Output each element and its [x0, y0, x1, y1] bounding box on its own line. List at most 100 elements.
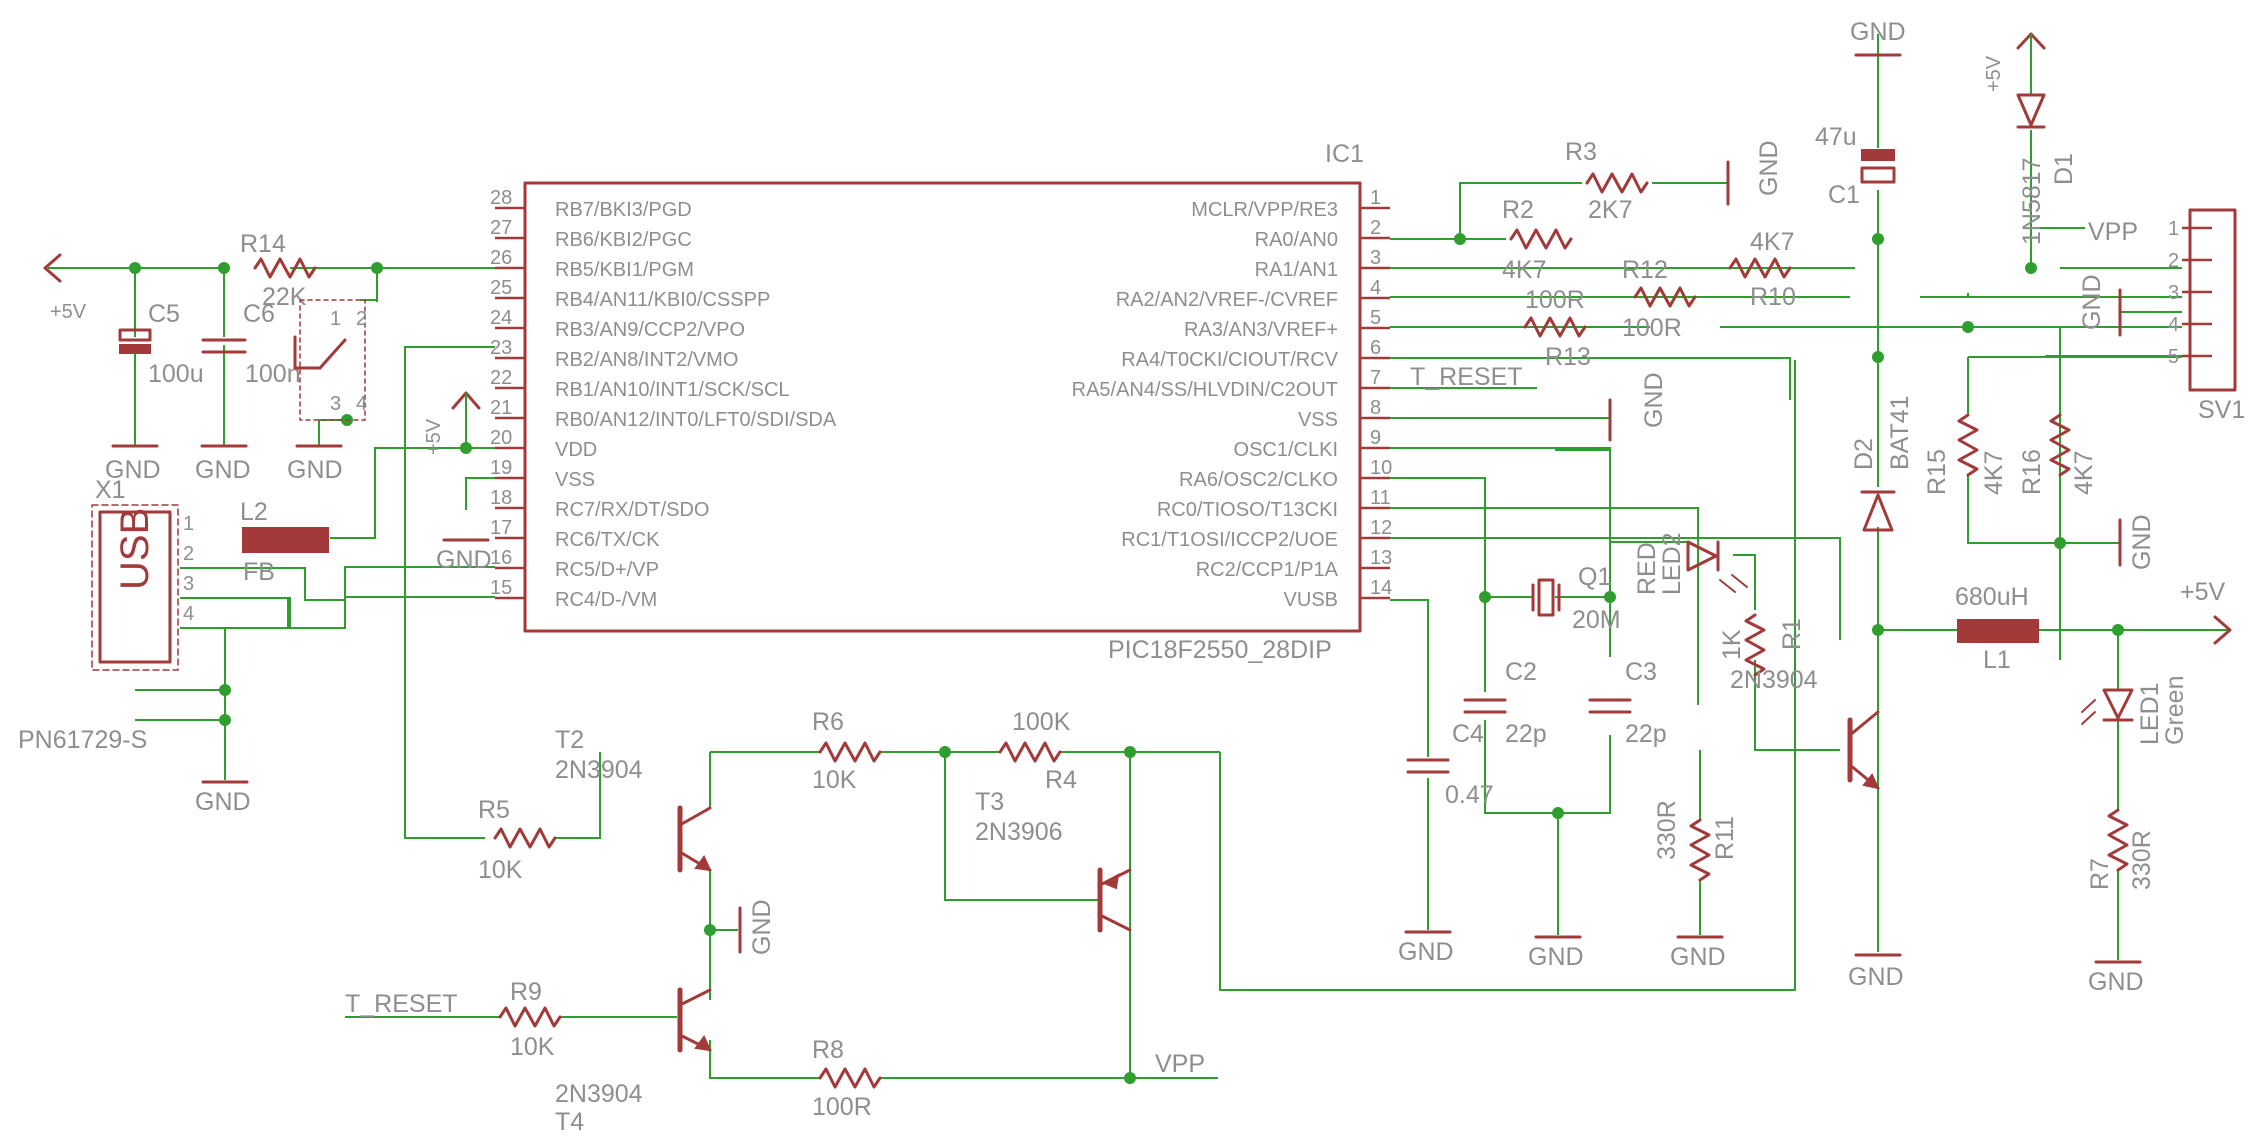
- sv1-pin-number: 1: [2168, 218, 2179, 240]
- ic-pin-number: 1: [1370, 187, 1381, 209]
- c3-ref: C3: [1625, 658, 1657, 686]
- d2-value: BAT41: [1886, 395, 1914, 470]
- r15-resistor: R15 4K7: [1923, 413, 2008, 495]
- ic-pin-number: 23: [490, 337, 512, 359]
- t4-ref: T4: [555, 1108, 584, 1136]
- gnd-r11: GND: [1670, 943, 1726, 971]
- t3-value: 2N3906: [975, 818, 1063, 846]
- c6-ref: C6: [243, 300, 275, 328]
- x1-usb-label: USB: [113, 508, 157, 590]
- ic-pin-name: RB0/AN12/INT0/LFT0/SDI/SDA: [555, 409, 837, 431]
- ic-pin-name: RB5/KBI1/PGM: [555, 259, 694, 281]
- r13-value: 100R: [1622, 314, 1682, 342]
- net-plus5v-l1: +5V: [2180, 578, 2226, 606]
- r16-ref: R16: [2018, 449, 2046, 495]
- r2-value: 4K7: [1502, 256, 1546, 284]
- t2-ref: T2: [555, 726, 584, 754]
- t1-transistor: 2N3904 GND: [1730, 666, 1904, 991]
- ic-pin-number: 13: [1370, 547, 1392, 569]
- ic-pin-name: VUSB: [1284, 589, 1338, 611]
- ic-pin-number: 24: [490, 307, 512, 329]
- led1-value: Green: [2161, 676, 2189, 745]
- sv1-ref: SV1: [2198, 396, 2245, 424]
- r3-ref: R3: [1565, 138, 1597, 166]
- c2-ref: C2: [1505, 658, 1537, 686]
- r14-resistor: R14 22K: [240, 230, 317, 311]
- r4-resistor: 100K R4: [998, 708, 1077, 794]
- ic-pin-name: RA4/T0CKI/CIOUT/RCV: [1121, 349, 1338, 371]
- d2-ref: D2: [1850, 438, 1878, 470]
- ic-pin-name: VDD: [555, 439, 597, 461]
- sv1-pin-number: 4: [2168, 314, 2179, 336]
- x1-usb-connector: X1 USB 1 2 3 4 PN61729-S GND: [18, 476, 251, 816]
- ic-pin-name: RC0/TIOSO/T13CKI: [1157, 499, 1338, 521]
- ic-pin-number: 20: [490, 427, 512, 449]
- vdd-plus5v-arrow: +5V: [423, 391, 481, 455]
- ic-pin-name: RC4/D-/VM: [555, 589, 657, 611]
- gnd-r16: GND: [2128, 514, 2156, 570]
- ic-pin-number: 10: [1370, 457, 1392, 479]
- ic-pin-number: 15: [490, 577, 512, 599]
- net-vpp-sv1: VPP: [2088, 218, 2138, 246]
- ic-pin-name: OSC1/CLKI: [1234, 439, 1338, 461]
- ic-pin-name: VSS: [1298, 409, 1338, 431]
- d2-diode: D2 BAT41: [1850, 395, 1914, 532]
- led2-red: RED LED2: [1633, 532, 1748, 595]
- r11-resistor: 330R R11 GND: [1653, 800, 1739, 971]
- ic-pin-name: RA0/AN0: [1255, 229, 1338, 251]
- c4-ref: C4: [1452, 720, 1484, 748]
- ic-pin-name: RB3/AN9/CCP2/VPO: [555, 319, 745, 341]
- ic-pin-number: 11: [1370, 487, 1391, 509]
- ic-pin-number: 3: [1370, 247, 1381, 269]
- ic-pin-number: 6: [1370, 337, 1381, 359]
- gnd-c6: GND: [195, 456, 251, 484]
- net-plus5v-left: +5V: [50, 301, 87, 323]
- l1-inductor: 680uH L1 +5V: [1955, 578, 2232, 674]
- x1-pin-2: 2: [183, 543, 194, 565]
- gnd-switch: GND: [287, 456, 343, 484]
- ic-pin-number: 4: [1370, 277, 1381, 299]
- ic-pin-number: 27: [490, 217, 512, 239]
- r1-ref: R1: [1778, 618, 1806, 650]
- ic-pin-number: 12: [1370, 517, 1392, 539]
- c5-value: 100u: [148, 360, 204, 388]
- r3-resistor: R3 2K7 GND: [1565, 138, 1783, 224]
- r4-value: 100K: [1012, 708, 1071, 736]
- r15-ref: R15: [1923, 449, 1951, 495]
- x1-pin-1: 1: [183, 513, 194, 535]
- r12-resistor: R12 100R: [1525, 256, 1697, 314]
- r10-ref: R10: [1750, 283, 1796, 311]
- sv1-pin-number: 5: [2168, 346, 2179, 368]
- t3-transistor: T3 2N3906: [975, 788, 1132, 933]
- c2-capacitor: C2 22p: [1463, 658, 1547, 748]
- x1-value: PN61729-S: [18, 726, 147, 754]
- vss-pin8-gnd: GND: [1608, 372, 1668, 442]
- r6-resistor: R6 10K: [812, 708, 882, 794]
- r10-value: 4K7: [1750, 228, 1794, 256]
- t-reset-ic: T_RESET: [1410, 363, 1523, 391]
- sw-pin-2: 2: [356, 308, 367, 330]
- r8-ref: R8: [812, 1036, 844, 1064]
- ic-pin-number: 9: [1370, 427, 1381, 449]
- ic-pin-name: RA2/AN2/VREF-/CVREF: [1116, 289, 1338, 311]
- l2-value: FB: [243, 558, 275, 586]
- r8-resistor: R8 100R VPP: [812, 1036, 1205, 1121]
- c3-value: 22p: [1625, 720, 1667, 748]
- r11-value: 330R: [1653, 800, 1681, 860]
- net-vpp-bottom: VPP: [1155, 1050, 1205, 1078]
- ic-pin-number: 21: [490, 397, 512, 419]
- ic-pin-number: 28: [490, 187, 512, 209]
- gnd-r7: GND: [2088, 968, 2144, 996]
- ic-pin-number: 5: [1370, 307, 1381, 329]
- r5-value: 10K: [478, 856, 523, 884]
- gnd-crystal: GND: [1528, 943, 1584, 971]
- l1-value: 680uH: [1955, 583, 2029, 611]
- gnd-sv1: GND: [2078, 274, 2106, 330]
- ic-pin-name: RB7/BKI3/PGD: [555, 199, 692, 221]
- c1-value: 47u: [1815, 123, 1857, 151]
- ic-pin-name: RB6/KBI2/PGC: [555, 229, 692, 251]
- r6-value: 10K: [812, 766, 857, 794]
- r9-value: 10K: [510, 1033, 555, 1061]
- ic-pin-name: RC1/T1OSI/ICCP2/UOE: [1121, 529, 1338, 551]
